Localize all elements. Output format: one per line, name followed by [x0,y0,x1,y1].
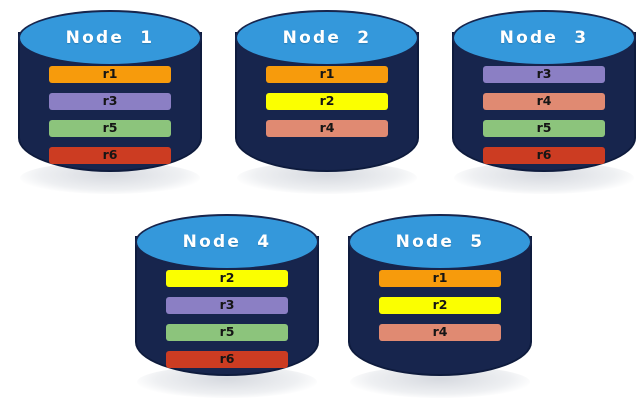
record-label: r4 [319,120,335,136]
record-label: r3 [102,93,118,109]
node-1[interactable]: r1 r3 r5 r6 Node 1 [10,4,210,194]
record-label: r6 [536,147,552,163]
cylinder-top[interactable]: Node 4 [135,214,319,270]
record-bar[interactable]: r6 [166,351,288,368]
record-bar[interactable]: r3 [49,93,171,110]
record-bar[interactable]: r2 [379,297,501,314]
record-bar[interactable]: r1 [266,66,388,83]
record-label: r5 [219,324,235,340]
cylinder-top[interactable]: Node 3 [452,10,636,66]
node-title: Node 1 [65,27,155,48]
record-bar[interactable]: r5 [49,120,171,137]
node-4[interactable]: r2 r3 r5 r6 Node 4 [127,208,327,398]
cylinder-top[interactable]: Node 2 [235,10,419,66]
record-label: r1 [319,66,335,82]
record-bar[interactable]: r2 [166,270,288,287]
record-label: r5 [102,120,118,136]
node-title: Node 4 [182,231,272,252]
record-bar[interactable]: r4 [379,324,501,341]
node-title: Node 5 [395,231,485,252]
record-list: r2 r3 r5 r6 [127,270,327,368]
record-label: r1 [102,66,118,82]
record-list: r1 r2 r4 [227,66,427,137]
record-bar[interactable]: r2 [266,93,388,110]
node-2[interactable]: r1 r2 r4 Node 2 [227,4,427,194]
record-list: r1 r3 r5 r6 [10,66,210,164]
record-label: r2 [219,270,235,286]
record-bar[interactable]: r4 [266,120,388,137]
node-title: Node 2 [282,27,372,48]
record-label: r3 [536,66,552,82]
record-label: r5 [536,120,552,136]
record-label: r4 [536,93,552,109]
record-label: r4 [432,324,448,340]
record-label: r1 [432,270,448,286]
record-list: r1 r2 r4 [340,270,540,341]
node-5[interactable]: r1 r2 r4 Node 5 [340,208,540,398]
record-label: r2 [432,297,448,313]
record-label: r6 [219,351,235,367]
node-3[interactable]: r3 r4 r5 r6 Node 3 [444,4,638,194]
record-label: r3 [219,297,235,313]
record-label: r2 [319,93,335,109]
record-bar[interactable]: r6 [49,147,171,164]
record-bar[interactable]: r5 [166,324,288,341]
record-bar[interactable]: r1 [49,66,171,83]
record-bar[interactable]: r4 [483,93,605,110]
cylinder-top[interactable]: Node 5 [348,214,532,270]
record-bar[interactable]: r6 [483,147,605,164]
record-list: r3 r4 r5 r6 [444,66,638,164]
record-label: r6 [102,147,118,163]
record-bar[interactable]: r3 [483,66,605,83]
record-bar[interactable]: r3 [166,297,288,314]
record-bar[interactable]: r5 [483,120,605,137]
record-bar[interactable]: r1 [379,270,501,287]
cylinder-top[interactable]: Node 1 [18,10,202,66]
node-title: Node 3 [499,27,589,48]
